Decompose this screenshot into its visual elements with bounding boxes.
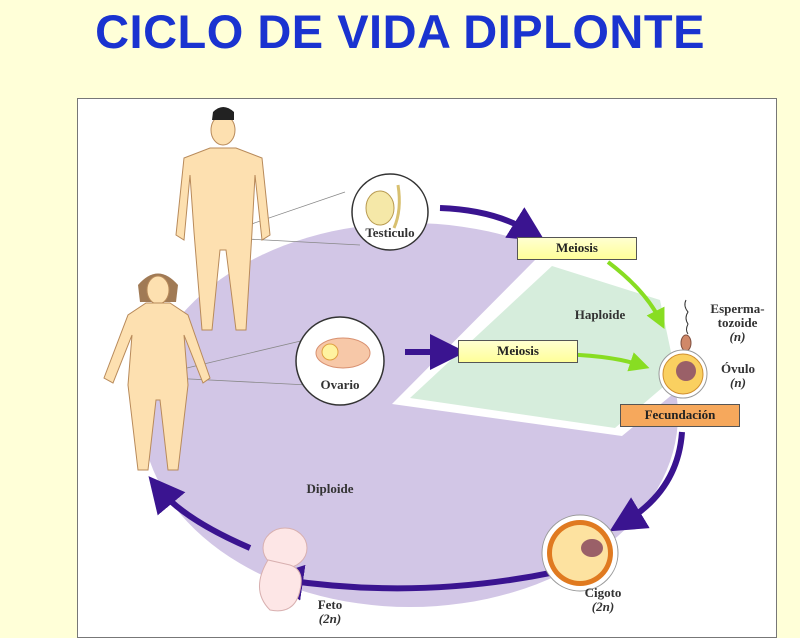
arrow-testiculo-meiosis xyxy=(439,205,546,242)
cigoto-label: Cigoto(2n) xyxy=(568,586,638,614)
cigoto-ploidy: (2n) xyxy=(591,599,615,614)
arrow-meiosis-espermatozoide xyxy=(606,260,665,329)
ovulo-illustration xyxy=(658,349,708,399)
espermatozoide-text: Esperma- tozoide xyxy=(710,301,765,330)
meiosis-male-box: Meiosis xyxy=(517,237,637,260)
ovulo-ploidy: (n) xyxy=(730,375,746,390)
espermatozoide-label: Esperma- tozoide(n) xyxy=(700,302,775,344)
arrow-fecundacion-cigoto xyxy=(609,431,685,532)
male-adult-figure xyxy=(175,107,271,331)
ovulo-text: Óvulo xyxy=(721,361,755,376)
cigoto-text: Cigoto xyxy=(584,585,622,600)
meiosis-female-box: Meiosis xyxy=(458,340,578,363)
feto-text: Feto xyxy=(317,597,343,612)
testiculo-label: Testiculo xyxy=(365,225,415,240)
feto-ploidy: (2n) xyxy=(318,611,342,626)
espermatozoide-ploidy: (n) xyxy=(729,329,746,344)
haploide-label: Haploide xyxy=(574,307,626,322)
ovario-label: Ovario xyxy=(320,377,360,392)
diploide-label: Diploide xyxy=(306,481,354,496)
ovario-illustration xyxy=(295,316,385,406)
feto-illustration xyxy=(259,527,308,612)
arrow-cigoto-feto xyxy=(267,564,556,601)
fecundacion-box: Fecundación xyxy=(620,404,740,427)
ovulo-label: Óvulo(n) xyxy=(708,362,768,390)
arrow-feto-adulto xyxy=(148,476,252,551)
page-title: CICLO DE VIDA DIPLONTE xyxy=(95,5,705,58)
cigoto-illustration xyxy=(541,514,619,592)
feto-label: Feto(2n) xyxy=(305,598,355,626)
female-adult-figure xyxy=(103,273,211,471)
testiculo-illustration xyxy=(351,173,429,251)
